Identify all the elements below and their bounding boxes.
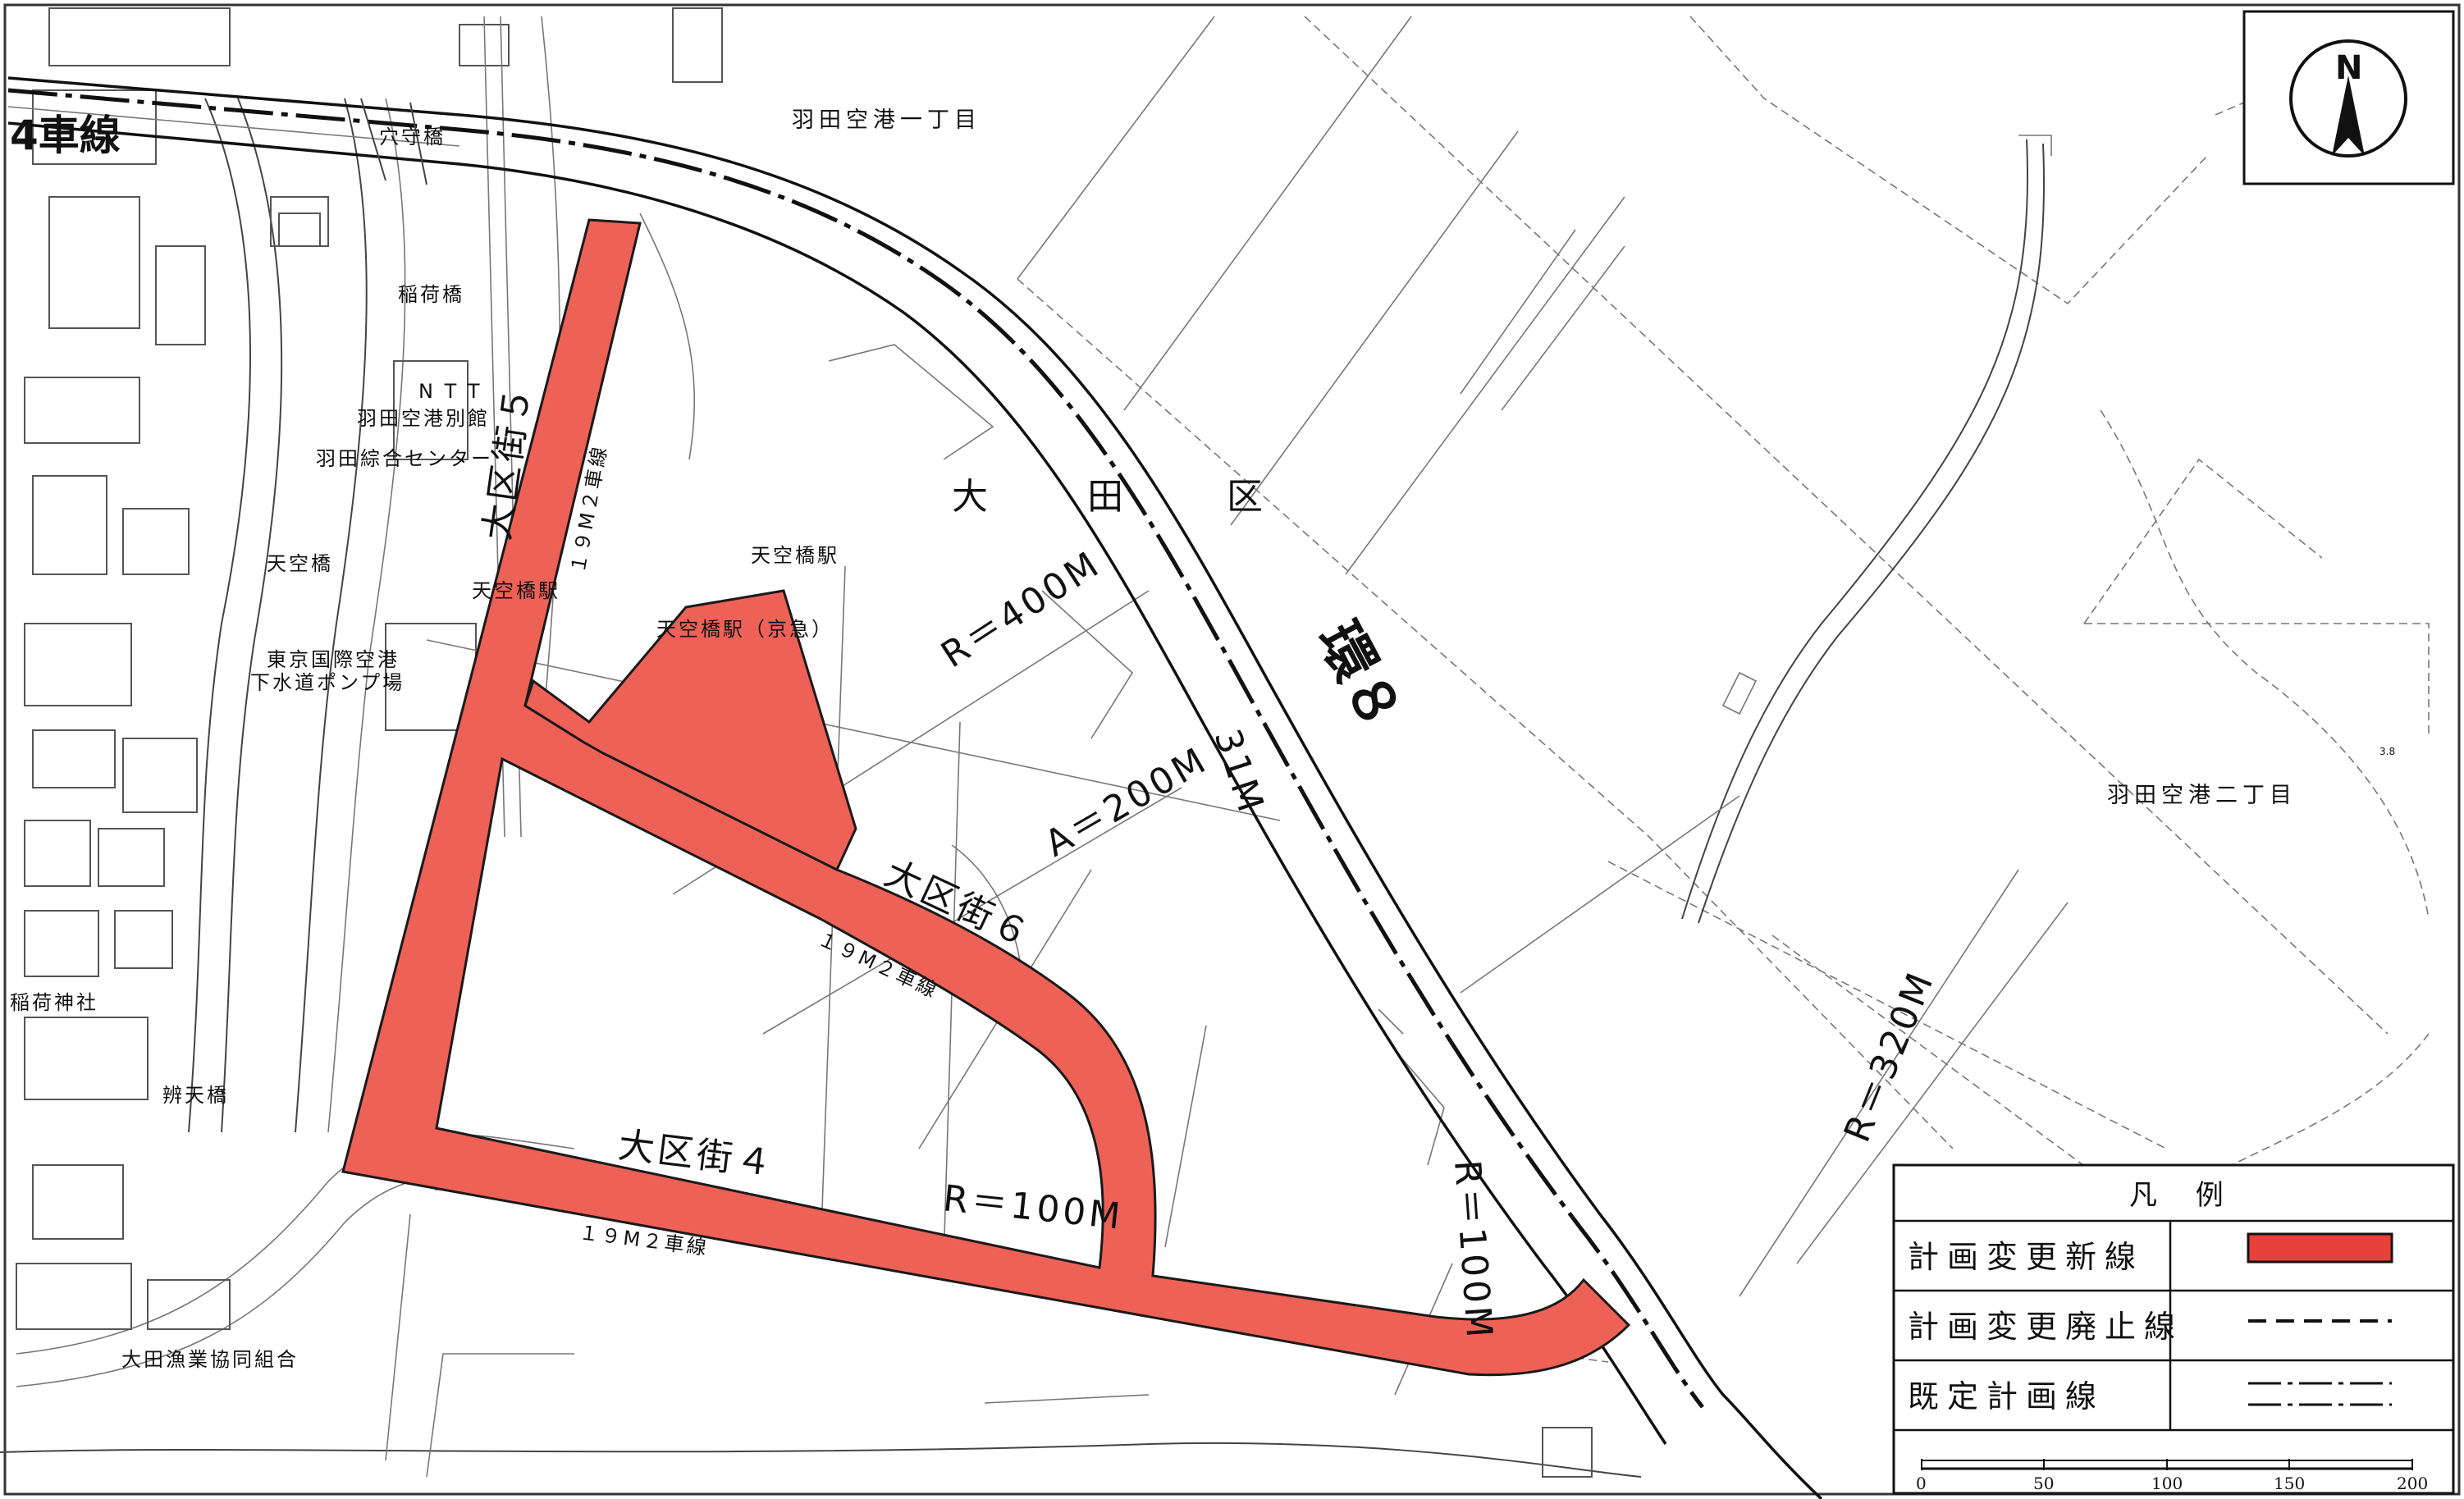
label-ntt-2: 羽田空港別館: [357, 407, 490, 430]
base-map: [0, 7, 2446, 1478]
label-r400: R＝400M: [934, 542, 1109, 676]
label-anamori-bridge: 穴守橋: [379, 126, 446, 149]
label-haneda-1chome: 羽田空港一丁目: [792, 107, 981, 133]
scale-bar: 0 50 100 150 200: [1916, 1459, 2428, 1493]
label-benten-bridge: 辨天橋: [162, 1084, 229, 1107]
main-roads: [7, 76, 1823, 1499]
legend-row-new: 計画変更新線: [1908, 1239, 2144, 1275]
scale-tick-150: 150: [2274, 1474, 2305, 1493]
label-tenku-station-1: 天空橋駅: [472, 579, 560, 602]
label-fishery: 大田漁業協同組合: [121, 1348, 299, 1371]
label-r100-b: R＝100M: [1446, 1159, 1500, 1342]
plan-new-lines: [341, 218, 1631, 1377]
plan-road-loop: [341, 218, 1631, 1377]
plan-station-plaza: [523, 589, 857, 872]
scale-tick-100: 100: [2151, 1474, 2183, 1493]
label-r100-a: R＝100M: [941, 1177, 1126, 1238]
label-inari-bridge: 稲荷橋: [398, 283, 464, 306]
label-pump-1: 東京国際空港: [267, 648, 400, 671]
legend: 凡 例 計画変更新線 計画変更廃止線 既定計画線 0 50 100 150 20…: [1892, 1163, 2455, 1495]
scale-tick-50: 50: [2033, 1474, 2054, 1493]
label-tenku-station-keikyu: 天空橋駅（京急）: [656, 618, 834, 641]
legend-swatch-red: [2247, 1232, 2393, 1264]
label-inari-shrine: 稲荷神社: [10, 991, 98, 1014]
label-ntt-1: N T T: [418, 380, 482, 403]
label-tenku-station-2: 天空橋駅: [751, 544, 839, 567]
label-4-lanes: 4車線: [10, 112, 121, 159]
label-kan8: 環８: [1305, 612, 1415, 741]
label-tenku-bridge: 天空橋: [267, 552, 333, 575]
label-ward-char-2: 田: [1087, 476, 1127, 518]
north-arrow: N: [2242, 10, 2455, 185]
north-label: N: [2335, 49, 2362, 87]
label-haneda-2chome: 羽田空港二丁目: [2107, 783, 2297, 808]
label-ward-char-3: 区: [1227, 476, 1266, 518]
label-pump-2: 下水道ポンプ場: [250, 671, 405, 694]
label-a200: A＝200M: [1038, 738, 1215, 865]
label-kan8-width: 31M: [1206, 724, 1273, 820]
north-arrow-icon: [2332, 75, 2365, 156]
label-haneda-center: 羽田綜合センター: [316, 447, 493, 470]
label-r320: R＝320M: [1836, 965, 1943, 1149]
legend-row-existing: 既定計画線: [1908, 1378, 2105, 1414]
scale-tick-0: 0: [1916, 1474, 1927, 1493]
legend-row-abolished: 計画変更廃止線: [1908, 1309, 2183, 1345]
map-frame: [3, 3, 2461, 1496]
legend-title: 凡 例: [2129, 1179, 2238, 1212]
label-ward-char-1: 大: [952, 476, 991, 518]
scale-tick-200: 200: [2397, 1474, 2428, 1493]
label-tiny-code: 3.8: [2379, 746, 2395, 757]
